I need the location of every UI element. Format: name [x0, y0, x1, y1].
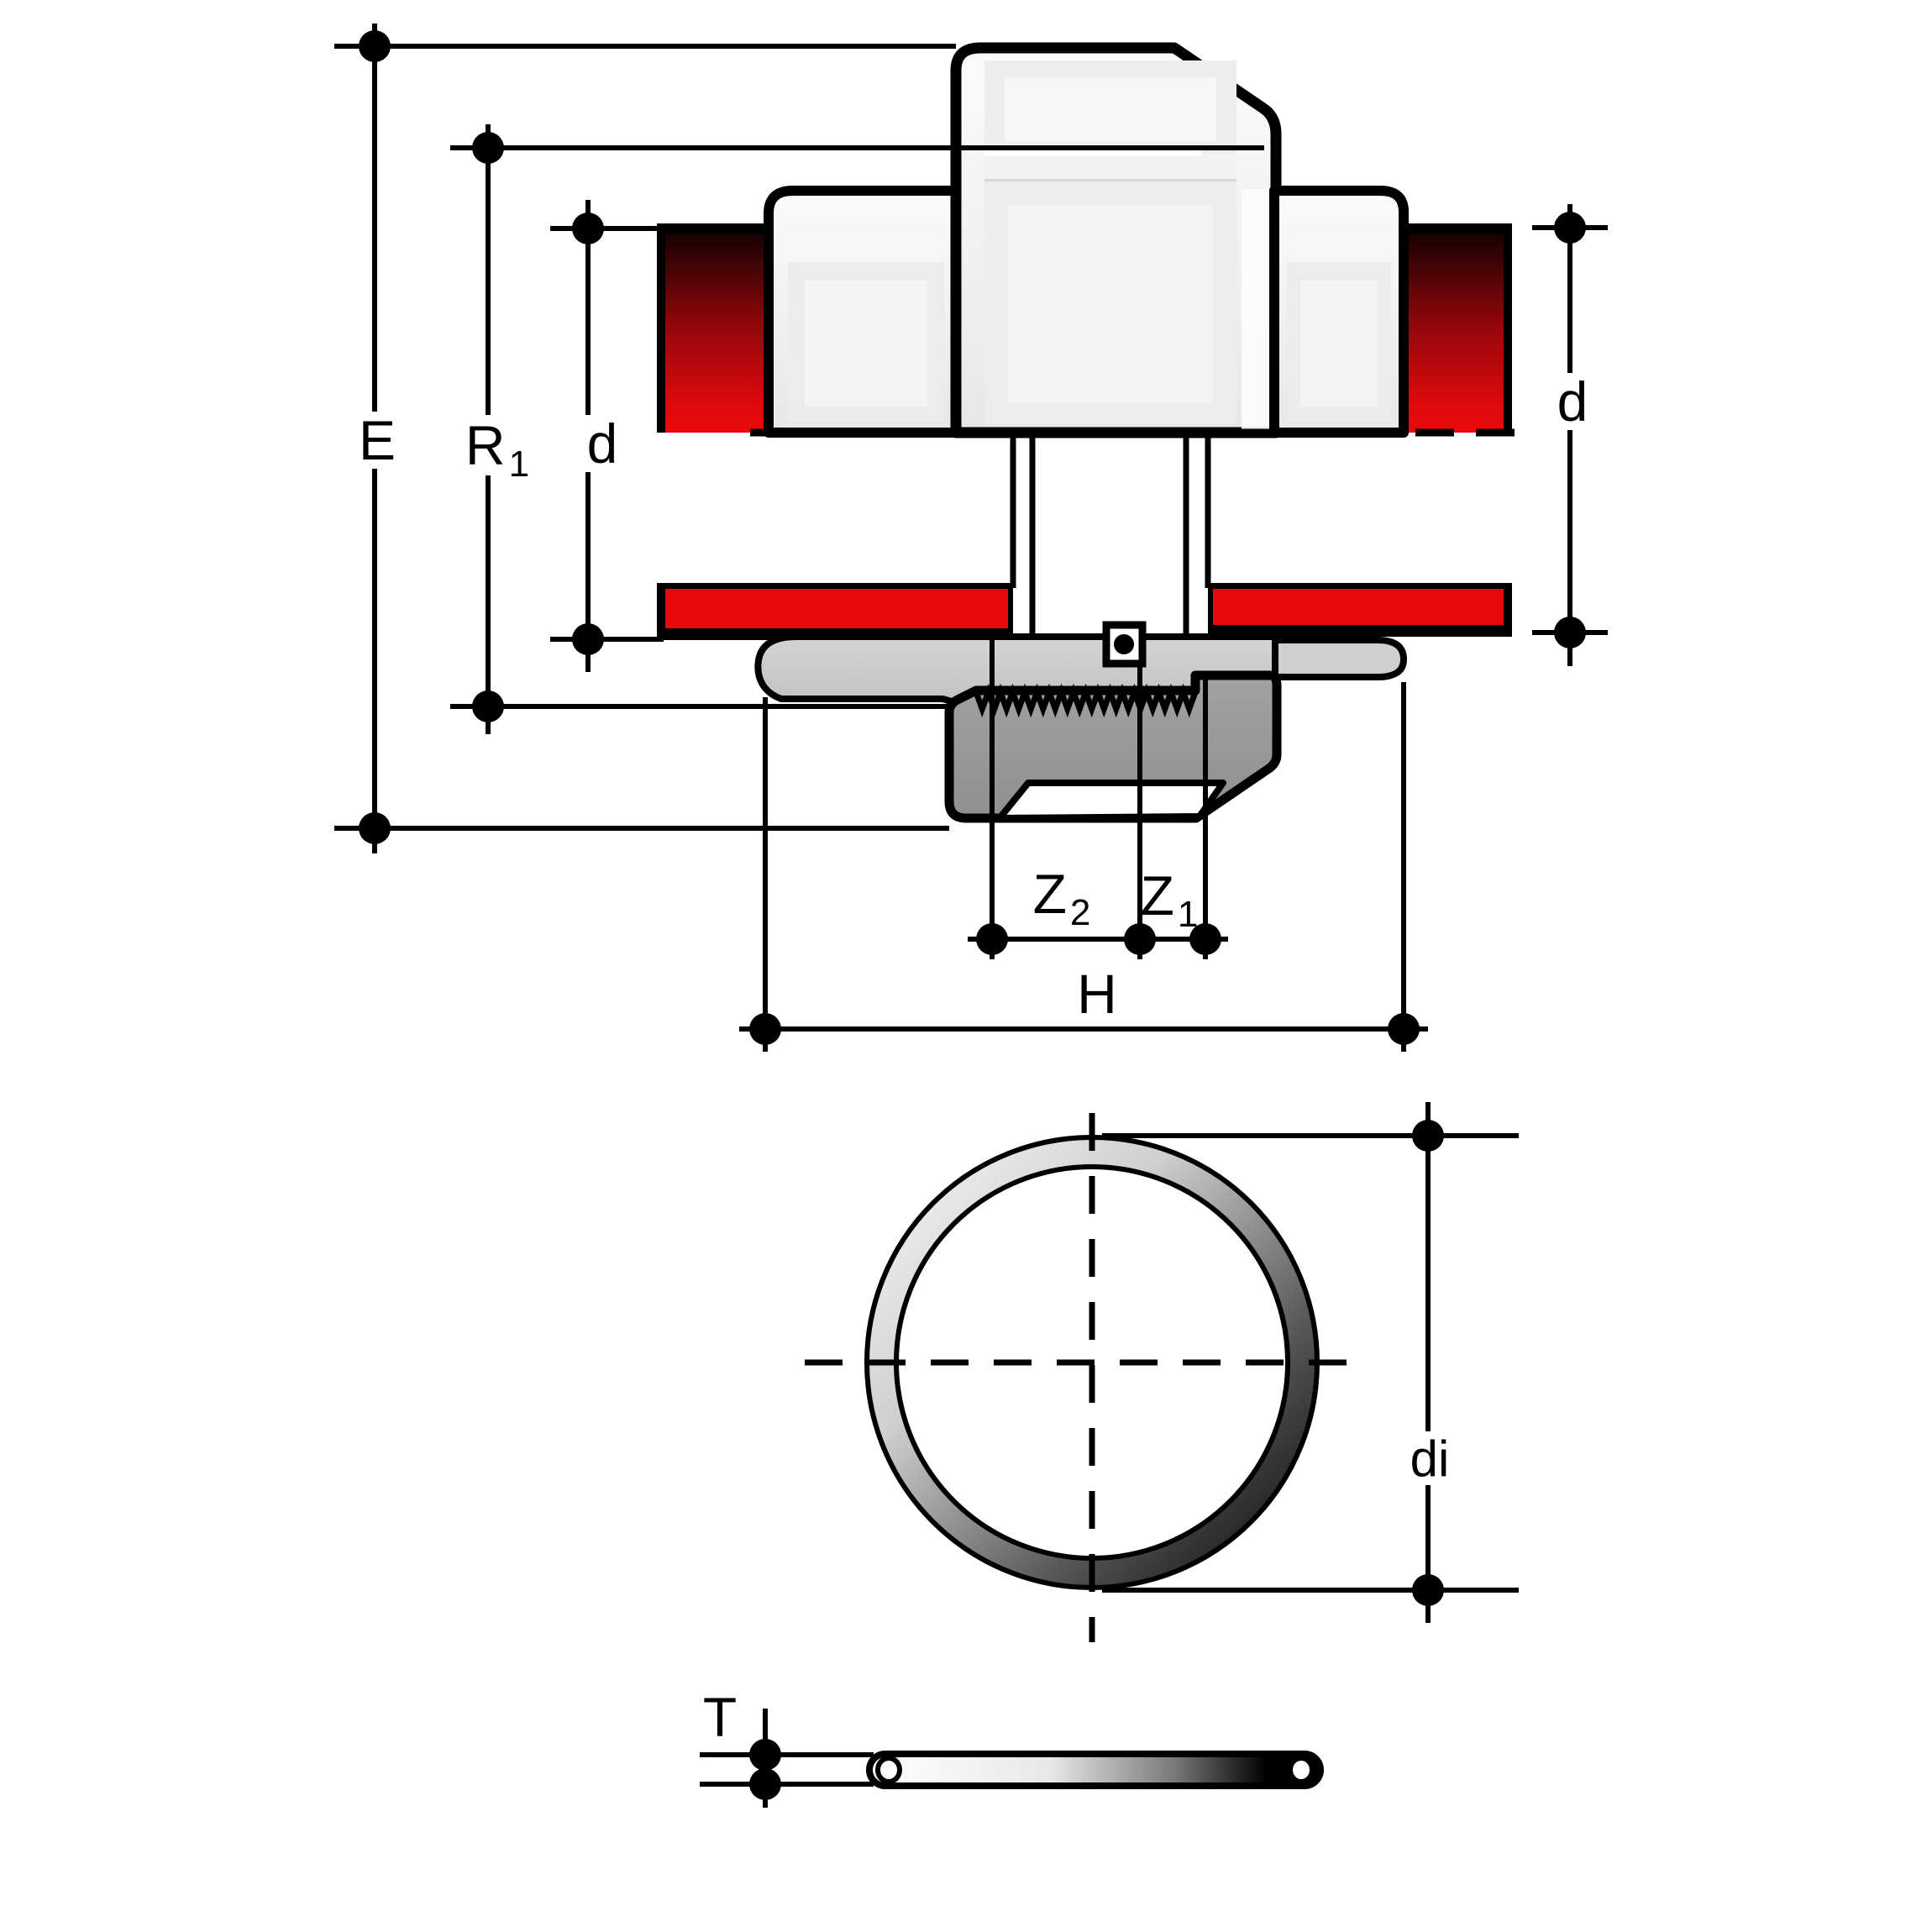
dimension-di-lines	[1102, 1102, 1519, 1623]
dot	[1412, 1120, 1444, 1152]
left-pipe	[657, 223, 770, 433]
right-connector-bottom-wall	[1272, 637, 1407, 680]
dimension-labels: E R1 d d Z2 Z1 H di T	[359, 370, 1588, 1748]
dot	[572, 623, 604, 655]
label-d-left: d	[587, 412, 618, 475]
union-nut-mouth	[996, 780, 1226, 822]
label-Z2: Z2	[1033, 863, 1091, 933]
front-view-crosshairs	[805, 1113, 1354, 1642]
dimension-Z-lines	[968, 637, 1228, 959]
socket-seam-lines	[1010, 435, 1211, 635]
o-ring-end-highlight-left	[875, 1756, 902, 1784]
dot	[749, 1768, 781, 1800]
label-Z1: Z1	[1141, 864, 1199, 935]
dot	[1412, 1574, 1444, 1606]
right-pipe	[1402, 223, 1512, 433]
dot	[1189, 923, 1221, 955]
dot	[1554, 212, 1586, 244]
left-connector	[764, 186, 964, 438]
right-connector	[1269, 186, 1409, 438]
left-pipe-section-wall	[657, 583, 1013, 640]
label-d-right: d	[1557, 370, 1588, 433]
thread-zigzag	[973, 683, 1199, 718]
union-body	[950, 42, 1282, 438]
o-ring-section-marker	[1102, 621, 1147, 668]
pipe-front-view	[805, 1113, 1354, 1642]
dot	[472, 132, 504, 164]
label-H: H	[1077, 963, 1117, 1025]
fitting-section-view	[657, 42, 1522, 823]
dot	[749, 1013, 781, 1045]
dot	[1554, 617, 1586, 648]
o-ring-end-highlight-right	[1289, 1757, 1313, 1782]
label-E: E	[359, 409, 396, 471]
dot	[1388, 1013, 1420, 1045]
dot	[1124, 923, 1156, 955]
dimension-d-right-lines	[1532, 204, 1608, 666]
dot	[749, 1739, 781, 1771]
right-pipe-section-wall	[1208, 583, 1512, 637]
dot	[472, 690, 504, 722]
label-R1: R1	[465, 414, 529, 485]
dot	[572, 213, 604, 244]
label-T: T	[703, 1686, 737, 1748]
label-backgrounds	[353, 373, 1595, 1485]
dot	[359, 30, 391, 62]
dot	[976, 923, 1008, 955]
o-ring-profile	[866, 1751, 1324, 1789]
dimension-H-lines	[739, 682, 1428, 1052]
dimension-dots	[359, 30, 1586, 1800]
label-di: di	[1410, 1431, 1450, 1487]
dot	[359, 812, 391, 844]
